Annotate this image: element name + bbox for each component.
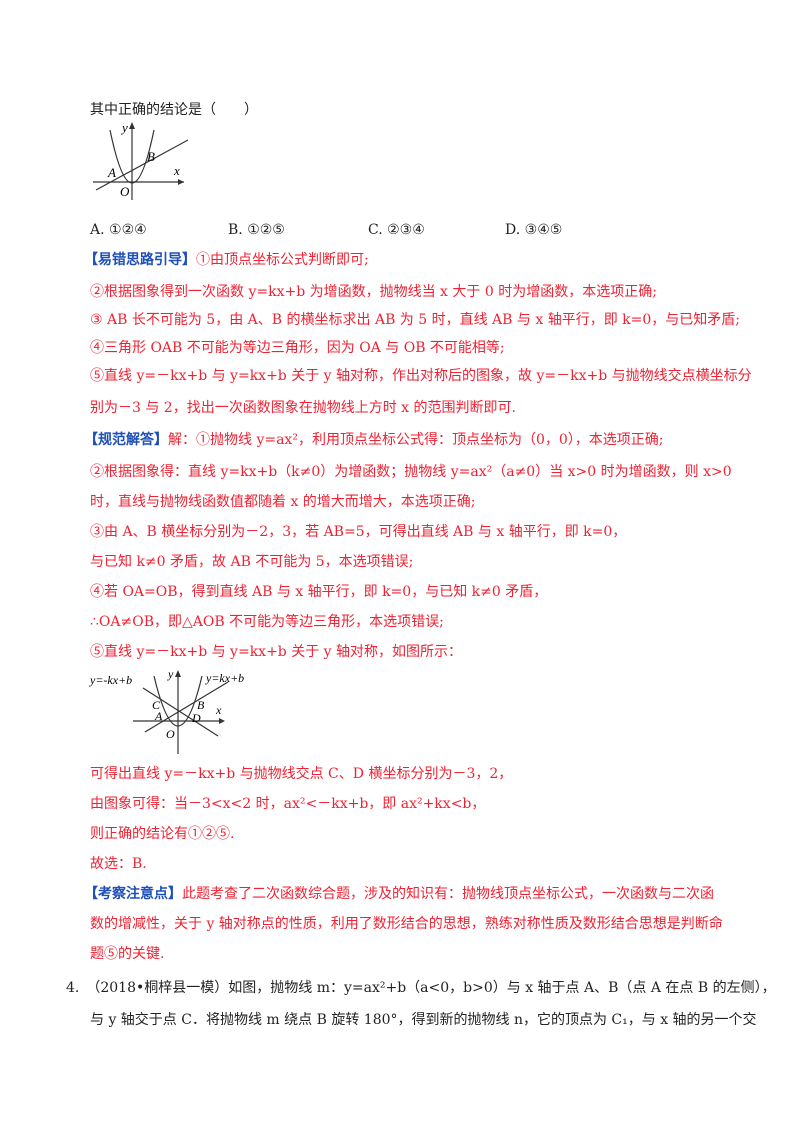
fig1-label-o: O xyxy=(120,184,130,199)
solution-line-8: ⑤直线 y=－kx+b 与 y=kx+b 关于 y 轴对称，如图所示： xyxy=(90,644,463,660)
fig2-label-b: B xyxy=(197,698,205,712)
option-a[interactable]: A. ①②④ xyxy=(90,222,147,238)
option-c[interactable]: C. ②③④ xyxy=(368,222,425,238)
fig2-label-x: x xyxy=(215,703,222,717)
fig1-label-b: B xyxy=(147,149,155,164)
note-line-1: 【考察注意点】此题考查了二次函数综合题，涉及的知识有：抛物线顶点坐标公式，一次函… xyxy=(84,886,714,902)
fig2-label-o: O xyxy=(166,727,175,741)
hint-line-1: 【易错思路引导】①由顶点坐标公式判断即可; xyxy=(84,252,369,268)
question4-line-1: 4. （2018•桐梓县一模）如图，抛物线 m：y=ax²+b（a<0，b>0）… xyxy=(66,980,776,996)
solution-line-1: 【规范解答】解：①抛物线 y=ax²，利用顶点坐标公式得：顶点坐标为（0，0），… xyxy=(84,432,664,448)
hint-line-2: ②根据图象得到一次函数 y=kx+b 为增函数，抛物线当 x 大于 0 时为增函… xyxy=(90,284,657,300)
figure-parabola-line: y x A B O xyxy=(93,120,188,200)
fig2-label-c: C xyxy=(152,698,161,712)
fig2-label-a: A xyxy=(154,709,163,723)
hint-line-4: ④三角形 OAB 不可能为等边三角形，因为 OA 与 OB 不可能相等; xyxy=(90,340,505,356)
solution-line-7: ∴OA≠OB，即△AOB 不可能为等边三角形，本选项错误; xyxy=(90,614,444,630)
note-heading: 【考察注意点】 xyxy=(84,886,182,902)
fig2-label-d: D xyxy=(191,711,201,725)
fig1-label-a: A xyxy=(107,165,116,180)
solution-after-3: 则正确的结论有①②⑤. xyxy=(90,826,235,842)
solution-line-6: ④若 OA=OB，得到直线 AB 与 x 轴平行，即 k=0，与已知 k≠0 矛… xyxy=(90,584,548,600)
solution-heading: 【规范解答】 xyxy=(84,432,168,448)
hint-line-5: ⑤直线 y=－kx+b 与 y=kx+b 关于 y 轴对称，作出对称后的图象，故… xyxy=(90,368,752,384)
solution-line-2: ②根据图象得：直线 y=kx+b（k≠0）为增函数；抛物线 y=ax²（a≠0）… xyxy=(90,464,732,480)
fig1-label-x: x xyxy=(173,163,180,178)
question4-line-2: 与 y 轴交于点 C．将抛物线 m 绕点 B 旋转 180°，得到新的抛物线 n… xyxy=(90,1012,757,1028)
figure-symmetric-lines: y=-kx+b y=kx+b y x C A B D O xyxy=(89,667,244,754)
solution-final-choice: 故选：B. xyxy=(90,856,147,872)
solution-after-1: 可得出直线 y=－kx+b 与抛物线交点 C、D 横坐标分别为－3，2， xyxy=(90,766,513,782)
solution-line-5: 与已知 k≠0 矛盾，故 AB 不可能为 5，本选项错误; xyxy=(90,554,414,570)
fig1-label-y: y xyxy=(120,120,128,135)
hint-line-6: 别为－3 与 2，找出一次函数图象在抛物线上方时 x 的范围判断即可. xyxy=(90,400,516,416)
solution-after-2: 由图象可得：当－3<x<2 时，ax²<－kx+b，即 ax²+kx<b， xyxy=(90,796,486,812)
solution-line-4: ③由 A、B 横坐标分别为－2，3，若 AB=5，可得出直线 AB 与 x 轴平… xyxy=(90,524,627,540)
note-line-3: 题⑤的关键. xyxy=(90,946,165,962)
hint-line-3: ③ AB 长不可能为 5，由 A、B 的横坐标求出 AB 为 5 时，直线 AB… xyxy=(90,312,740,328)
option-d[interactable]: D. ③④⑤ xyxy=(505,222,563,238)
note-line-2: 数的增减性，关于 y 轴对称点的性质，利用了数形结合的思想，熟练对称性质及数形结… xyxy=(90,916,723,932)
fig2-label-y: y xyxy=(167,667,174,681)
fig2-label-right-line: y=kx+b xyxy=(205,671,244,685)
hint-heading: 【易错思路引导】 xyxy=(84,252,196,268)
question-prompt: 其中正确的结论是（ ） xyxy=(90,102,258,118)
solution-line-3: 时，直线与抛物线函数值都随着 x 的增大而增大，本选项正确; xyxy=(90,494,476,510)
option-b[interactable]: B. ①②⑤ xyxy=(228,222,285,238)
fig2-label-left-line: y=-kx+b xyxy=(89,673,132,687)
